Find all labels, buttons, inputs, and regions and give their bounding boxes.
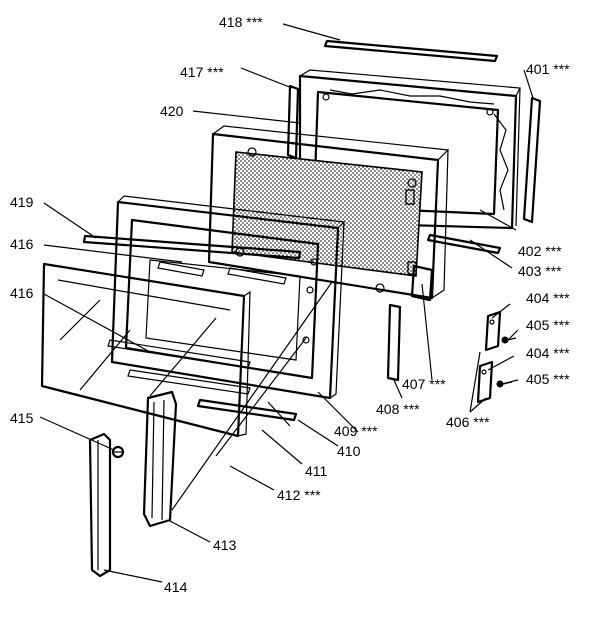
callout-413: 413: [213, 537, 237, 553]
part-415-screw: [111, 445, 125, 459]
part-414-handle: [88, 432, 112, 578]
part-403-bottom-strip: [426, 233, 502, 255]
part-404-hinge-upper: [484, 310, 502, 352]
inner-channel-strips: [107, 261, 287, 395]
callout-416-lower: 416: [10, 285, 34, 301]
callout-420: 420: [160, 103, 184, 119]
callout-409: 409 ***: [334, 423, 378, 439]
callout-408: 408 ***: [376, 401, 420, 417]
callout-labels: 418 *** 417 *** 401 *** 420 419 416 416 …: [10, 14, 570, 595]
callout-405-lower: 405 ***: [526, 371, 570, 387]
part-405-screw-upper: [501, 336, 517, 344]
callout-404-upper: 404 ***: [526, 290, 570, 306]
callout-411: 411: [305, 463, 328, 479]
part-419-top-rod: [82, 234, 302, 260]
callout-414: 414: [164, 579, 188, 595]
callout-406: 406 ***: [446, 414, 490, 430]
part-407-hinge-channel: [410, 264, 434, 302]
callout-415: 415: [10, 410, 34, 426]
part-408-spacer: [386, 303, 402, 382]
callout-418: 418 ***: [219, 14, 263, 30]
part-411-bottom-rail: [196, 398, 298, 427]
part-401-side-strip: [522, 96, 542, 224]
callout-402: 402 ***: [518, 243, 562, 259]
callout-410: 410: [337, 443, 361, 459]
callout-407: 407 ***: [402, 376, 446, 392]
callout-412: 412 ***: [277, 487, 321, 503]
callout-403: 403 ***: [518, 263, 562, 279]
callout-417: 417 ***: [180, 64, 224, 80]
part-418-top-trim: [323, 39, 499, 63]
part-404-hinge-lower: [476, 360, 494, 404]
part-409-door-frame: [110, 195, 346, 400]
callout-416-upper: 416: [10, 236, 34, 252]
callout-419: 419: [10, 194, 34, 210]
part-420-window-pack: [207, 125, 449, 300]
leader-lines: [39, 23, 534, 583]
callout-404-lower: 404 ***: [526, 345, 570, 361]
callout-401: 401 ***: [526, 61, 570, 77]
part-413-handle-bracket: [142, 390, 178, 528]
part-416-outer-glass: [40, 262, 251, 438]
callout-405-upper: 405 ***: [526, 317, 570, 333]
